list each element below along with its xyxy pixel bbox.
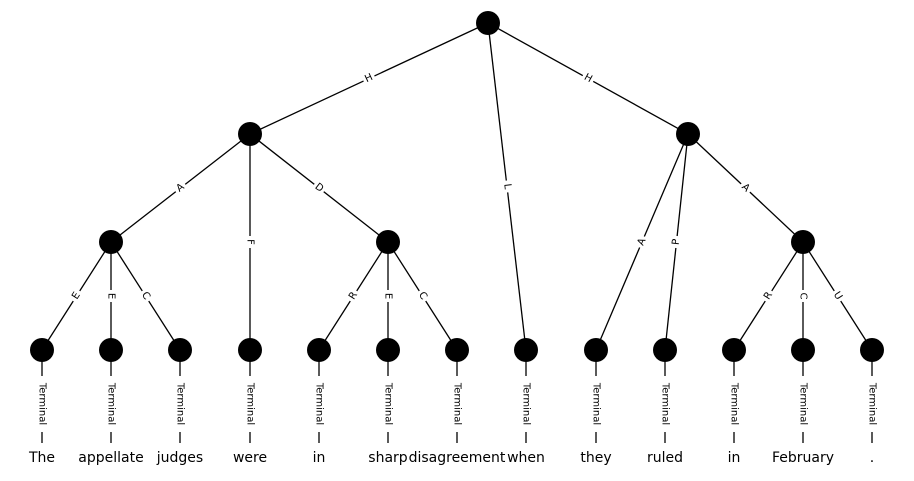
terminal-edge-label: Terminal — [452, 382, 463, 425]
node-n1 — [238, 122, 262, 146]
terminal-word: sharp — [368, 450, 408, 466]
terminal-label-bg — [104, 376, 118, 432]
node-n4 — [376, 230, 400, 254]
terminal-label-bg — [312, 376, 326, 432]
edge-label-bg — [344, 287, 363, 305]
node-t9 — [653, 338, 677, 362]
node-t2 — [168, 338, 192, 362]
node-t7 — [514, 338, 538, 362]
node-t10 — [722, 338, 746, 362]
terminal-edge-label: Terminal — [106, 382, 117, 425]
terminal-edge-label: Terminal — [867, 382, 878, 425]
terminal-word: February — [772, 450, 834, 466]
edge-label: C — [139, 290, 152, 302]
edge-label: H — [363, 72, 374, 85]
edge-label-bg — [136, 287, 155, 305]
terminal-word: disagreement — [409, 450, 506, 466]
terminal-edge-label: Terminal — [729, 382, 740, 425]
terminal-edge-label: Terminal — [37, 382, 48, 425]
terminal-word: appellate — [78, 450, 143, 466]
edge-label-bg — [633, 233, 651, 251]
node-t5 — [376, 338, 400, 362]
edge-label-bg — [668, 235, 685, 249]
edge-label-bg — [499, 179, 515, 194]
edge-label: E — [106, 293, 117, 299]
edge-label: E — [383, 293, 394, 299]
node-t3 — [238, 338, 262, 362]
node-n3 — [99, 230, 123, 254]
terminal-edge-label: Terminal — [383, 382, 394, 425]
edge-label: C — [798, 293, 809, 300]
terminal-label-bg — [796, 376, 810, 432]
terminal-label-bg — [519, 376, 533, 432]
edge-label-bg — [413, 287, 432, 305]
terminal-word: in — [728, 450, 741, 466]
terminal-edge-label: Terminal — [591, 382, 602, 425]
edge-label: L — [501, 183, 513, 190]
terminal-word: ruled — [647, 450, 683, 466]
edge-label-bg — [736, 178, 755, 198]
edge-label-bg — [360, 69, 378, 88]
edge-label-bg — [828, 287, 847, 305]
edge-label-bg — [243, 236, 257, 248]
node-t6 — [445, 338, 469, 362]
terminal-label-bg — [173, 376, 187, 432]
terminal-edge-label: Terminal — [175, 382, 186, 425]
terminal-edge-label: Terminal — [314, 382, 325, 425]
edge-label: P — [671, 238, 683, 245]
terminal-word: . — [870, 450, 874, 466]
node-t1 — [99, 338, 123, 362]
node-n5 — [791, 230, 815, 254]
terminal-label-bg — [243, 376, 257, 432]
terminal-label-bg — [727, 376, 741, 432]
terminal-edge-label: Terminal — [521, 382, 532, 425]
edge-label-bg — [309, 178, 329, 198]
edge-label: E — [70, 290, 83, 301]
edge-label: A — [636, 237, 649, 248]
edge-label: F — [245, 239, 256, 245]
node-t8 — [584, 338, 608, 362]
edge-label-bg — [759, 287, 778, 305]
edge-label: H — [582, 72, 594, 85]
edge-label-bg — [171, 178, 190, 198]
terminal-label-bg — [865, 376, 879, 432]
terminal-label-bg — [450, 376, 464, 432]
terminal-edge-label: Terminal — [245, 382, 256, 425]
terminal-label-bg — [35, 376, 49, 432]
node-root — [476, 11, 500, 35]
edge-label: R — [762, 290, 775, 302]
node-t12 — [860, 338, 884, 362]
edge-label-bg — [104, 290, 118, 302]
terminal-word: when — [507, 450, 545, 466]
node-t4 — [307, 338, 331, 362]
terminal-label-bg — [381, 376, 395, 432]
terminal-word: The — [28, 450, 55, 466]
edge-label-bg — [381, 290, 395, 302]
terminal-label-bg — [658, 376, 672, 432]
edge-label-bg — [67, 287, 86, 305]
terminal-word: they — [580, 450, 611, 466]
edge-label-bg — [579, 69, 597, 88]
node-t11 — [791, 338, 815, 362]
edge-label-bg — [796, 290, 810, 302]
terminal-word: in — [313, 450, 326, 466]
nodes — [30, 11, 884, 362]
terminal-word: judges — [156, 450, 203, 466]
edge-label: R — [347, 290, 360, 302]
node-t0 — [30, 338, 54, 362]
terminal-word: were — [233, 450, 267, 466]
edge-label: C — [416, 290, 429, 302]
terminal-label-bg — [589, 376, 603, 432]
terminal-edge-label: Terminal — [660, 382, 671, 425]
terminal-edge-label: Terminal — [798, 382, 809, 425]
node-n2 — [676, 122, 700, 146]
